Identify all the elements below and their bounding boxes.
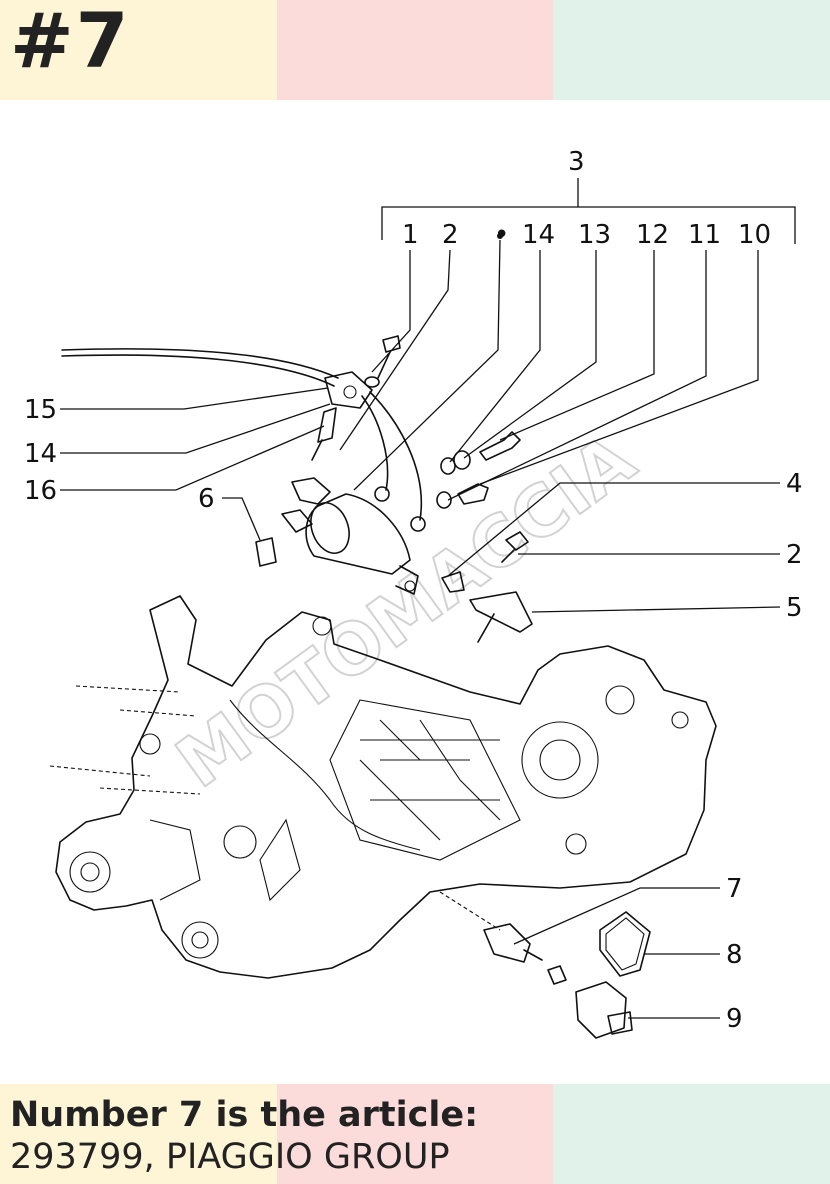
label-1: 1 [402, 220, 419, 250]
caption-article-number: 293799, PIAGGIO GROUP [10, 1137, 450, 1177]
band-yellow [0, 0, 277, 100]
article-caption: Number 7 is the article: 293799, PIAGGIO… [10, 1094, 478, 1178]
label-3: 3 [568, 147, 585, 177]
label-13: 13 [578, 220, 611, 250]
label-16: 16 [24, 476, 57, 506]
label-6: 6 [198, 484, 215, 514]
header-band [0, 0, 830, 100]
label-2-top: 2 [442, 220, 459, 250]
label-dot: • [494, 220, 509, 250]
label-4: 4 [786, 469, 803, 499]
label-15: 15 [24, 395, 57, 425]
label-12: 12 [636, 220, 669, 250]
band-pink [276, 1084, 554, 1184]
right-labels: 4 2 5 7 8 9 [726, 469, 803, 1034]
sensor-assembly [483, 911, 651, 1039]
label-10: 10 [738, 220, 771, 250]
note-dot [497, 233, 503, 239]
starter-motor [255, 477, 419, 595]
left-labels: 15 14 16 6 [24, 395, 215, 514]
label-9: 9 [726, 1004, 743, 1034]
bolt-and-bracket [441, 531, 533, 643]
band-mint [553, 0, 830, 100]
label-5: 5 [786, 593, 803, 623]
screws-and-washers [436, 431, 521, 509]
leader-lines [60, 233, 781, 1019]
label-8: 8 [726, 940, 743, 970]
crankcase [55, 595, 717, 979]
band-pink [276, 0, 554, 100]
caption-heading: Number 7 is the article: [10, 1095, 479, 1135]
band-yellow [0, 1084, 277, 1184]
label-11: 11 [688, 220, 721, 250]
footer-band [0, 1084, 830, 1184]
item-number-title: #7 [10, 0, 131, 85]
label-2-right: 2 [786, 540, 803, 570]
band-mint [553, 1084, 830, 1184]
cable-harness [61, 348, 422, 521]
cable-clamp [311, 335, 401, 461]
top-labels: 1 2 • 14 13 12 11 10 [402, 220, 771, 250]
terminals [374, 486, 426, 532]
label-14-left: 14 [24, 439, 57, 469]
group-3-bracket [381, 178, 796, 244]
exploded-parts-diagram: MOTOMACCIA [24, 147, 803, 1039]
label-14-top: 14 [522, 220, 555, 250]
crankcase-bolts [49, 685, 501, 931]
label-7: 7 [726, 874, 743, 904]
